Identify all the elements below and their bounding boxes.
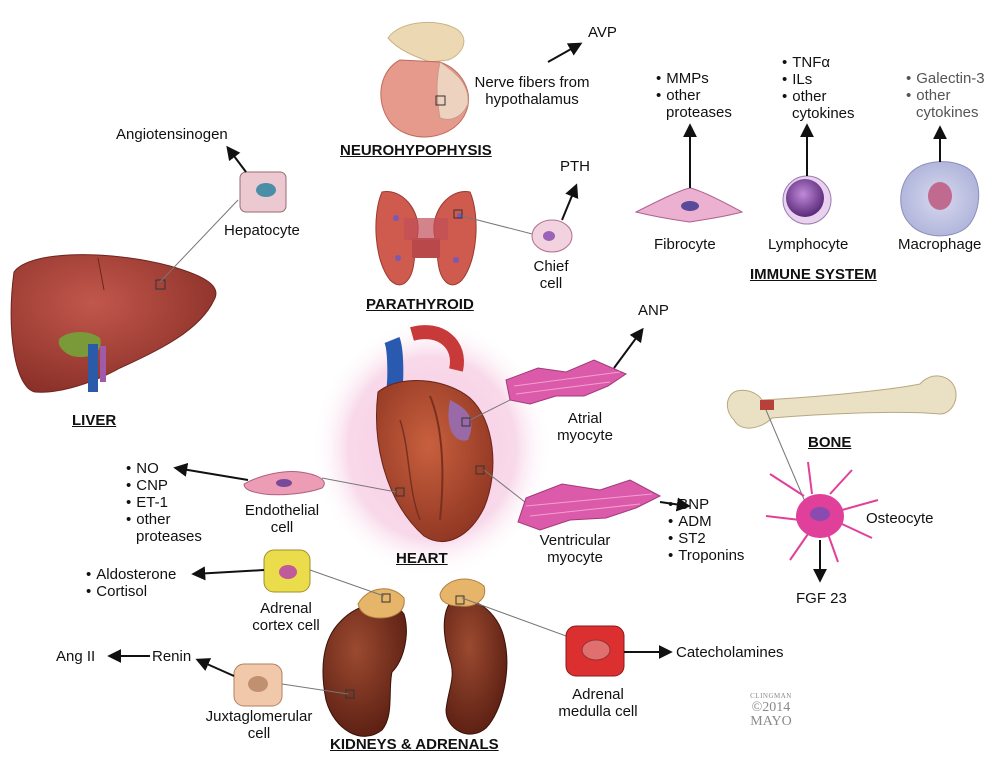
avp-arrow (548, 44, 580, 62)
ventricular-product: ST2 (668, 530, 744, 547)
parathyroid-heading: PARATHYROID (366, 296, 474, 313)
fibrocyte-product: proteases (656, 104, 732, 121)
adrenal-medulla-line-1: Adrenal (546, 686, 650, 703)
liver-heading: LIVER (72, 412, 116, 429)
ventricular-product: Troponins (668, 547, 744, 564)
heart-heading: HEART (396, 550, 448, 567)
fibrocyte-product: MMPs (656, 70, 732, 87)
ventricular-line-2: myocyte (520, 549, 630, 566)
endothelial-product: CNP (126, 477, 202, 494)
juxtaglomerular-cell-label: Juxtaglomerular cell (196, 708, 322, 742)
adrenal-cortex-line-2: cortex cell (238, 617, 334, 634)
fibrocyte-illustration (636, 188, 742, 222)
juxta-line-2: cell (196, 725, 322, 742)
fibrocyte-products: MMPs other proteases (656, 70, 732, 121)
osteocyte-label: Osteocyte (866, 510, 934, 527)
avp-label: AVP (588, 24, 617, 41)
ang-ii-label: Ang II (56, 648, 95, 665)
neurohypophysis-heading: NEUROHYPOPHYSIS (340, 142, 492, 159)
lymphocyte-products: TNFα ILs other cytokines (782, 54, 855, 122)
lymphocyte-illustration (783, 176, 831, 224)
macrophage-product: Galectin-3 (906, 70, 985, 87)
nerve-fibers-line-2: hypothalamus (466, 91, 598, 108)
adrenal-cortex-line-1: Adrenal (238, 600, 334, 617)
renin-arrow (198, 660, 234, 676)
endothelial-product: other (126, 511, 202, 528)
adrenal-medulla-cell-illustration (566, 626, 624, 676)
pituitary-illustration (381, 22, 469, 137)
nerve-fibers-line-1: Nerve fibers from (466, 74, 598, 91)
adrenal-cortex-arrow (194, 570, 264, 574)
lymphocyte-product: ILs (782, 71, 855, 88)
ventricular-myocyte-label: Ventricular myocyte (520, 532, 630, 566)
adrenal-cortex-product: Cortisol (86, 583, 176, 600)
adrenal-cortex-products: Aldosterone Cortisol (86, 566, 176, 600)
endothelial-products: NO CNP ET-1 other proteases (126, 460, 202, 545)
adrenal-cortex-product: Aldosterone (86, 566, 176, 583)
chief-line-1: Chief (526, 258, 576, 275)
adrenal-cortex-cell-label: Adrenal cortex cell (238, 600, 334, 634)
ventricular-product: BNP (668, 496, 744, 513)
fibrocyte-product: other (656, 87, 732, 104)
pth-label: PTH (560, 158, 590, 175)
endothelial-product: NO (126, 460, 202, 477)
left-kidney-illustration (323, 589, 406, 737)
kidneys-adrenals-heading: KIDNEYS & ADRENALS (330, 736, 499, 753)
macrophage-product: cytokines (906, 104, 985, 121)
endothelial-cell-illustration (244, 472, 324, 495)
macrophage-label: Macrophage (898, 236, 981, 253)
artist-credit: CLINGMAN ©2014 MAYO (736, 692, 806, 729)
thyroid-illustration (376, 192, 476, 285)
fgf23-label: FGF 23 (796, 590, 847, 607)
hepatocyte-label: Hepatocyte (224, 222, 300, 239)
atrial-line-2: myocyte (540, 427, 630, 444)
pth-arrow (562, 186, 576, 220)
adrenal-medulla-cell-label: Adrenal medulla cell (546, 686, 650, 720)
adrenal-cortex-leader-line (310, 570, 384, 596)
endothelial-product: ET-1 (126, 494, 202, 511)
ventricular-line-1: Ventricular (520, 532, 630, 549)
endothelial-line-1: Endothelial (232, 502, 332, 519)
lymphocyte-product: other (782, 88, 855, 105)
atrial-line-1: Atrial (540, 410, 630, 427)
credit-year: ©2014 (736, 701, 806, 715)
adrenal-medulla-line-2: medulla cell (546, 703, 650, 720)
credit-org: MAYO (736, 715, 806, 729)
chief-cell-label: Chief cell (526, 258, 576, 292)
ventricular-products: BNP ADM ST2 Troponins (668, 496, 744, 564)
macrophage-illustration (901, 162, 979, 236)
renin-label: Renin (152, 648, 191, 665)
liver-illustration (11, 255, 216, 393)
adrenal-cortex-cell-illustration (264, 550, 310, 592)
lymphocyte-product: cytokines (782, 105, 855, 122)
anp-arrow (614, 330, 642, 368)
lymphocyte-label: Lymphocyte (768, 236, 848, 253)
angiotensinogen-arrow (228, 148, 246, 172)
juxta-line-1: Juxtaglomerular (196, 708, 322, 725)
macrophage-product: other (906, 87, 985, 104)
anp-label: ANP (638, 302, 669, 319)
catecholamines-label: Catecholamines (676, 644, 784, 661)
lymphocyte-product: TNFα (782, 54, 855, 71)
juxtaglomerular-cell-illustration (234, 664, 282, 706)
immune-system-heading: IMMUNE SYSTEM (750, 266, 877, 283)
endothelial-cell-label: Endothelial cell (232, 502, 332, 536)
hepatocyte-illustration (240, 172, 286, 212)
fibrocyte-label: Fibrocyte (654, 236, 716, 253)
bone-leader-line (766, 410, 806, 504)
endothelial-product: proteases (126, 528, 202, 545)
angiotensinogen-label: Angiotensinogen (116, 126, 228, 143)
liver-leader-line (160, 200, 238, 282)
endothelial-line-2: cell (232, 519, 332, 536)
ventricular-product: ADM (668, 513, 744, 530)
bone-illustration (727, 376, 956, 428)
bone-heading: BONE (808, 434, 851, 451)
nerve-fibers-label: Nerve fibers from hypothalamus (466, 74, 598, 108)
chief-cell-illustration (532, 220, 572, 252)
chief-line-2: cell (526, 275, 576, 292)
osteocyte-illustration (766, 462, 878, 562)
atrial-myocyte-label: Atrial myocyte (540, 410, 630, 444)
macrophage-products: Galectin-3 other cytokines (906, 70, 985, 121)
